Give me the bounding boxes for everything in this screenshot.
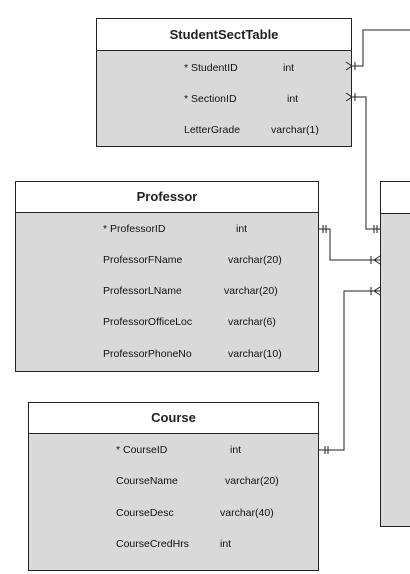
entity-title: StudentSectTable (97, 19, 351, 51)
attr-name: CourseName (116, 475, 178, 487)
entity-professor[interactable]: Professor * ProfessorID int ProfessorFNa… (15, 181, 319, 372)
relationship-studentid (352, 29, 410, 67)
attr-type: int (220, 538, 232, 550)
relationship-courseid (319, 290, 380, 451)
entity-course[interactable]: Course * CourseID int CourseName varchar… (28, 402, 319, 571)
entity-partial-right-header (381, 182, 410, 214)
attr-name: * CourseID (116, 444, 168, 456)
attr-name: * SectionID (184, 93, 237, 105)
relationship-professorid (319, 228, 380, 261)
entity-title: Professor (16, 182, 318, 213)
entity-studentsecttable[interactable]: StudentSectTable * StudentID int * Secti… (96, 18, 352, 147)
entity-partial-right[interactable] (380, 181, 410, 527)
one-bar-icon (322, 225, 327, 233)
one-bar-icon (324, 446, 329, 454)
attr-type: int (287, 93, 299, 105)
attr-name: ProfessorPhoneNo (103, 348, 192, 360)
attr-type: varchar(40) (220, 507, 274, 519)
attr-type: varchar(6) (228, 316, 276, 328)
one-bar-icon (373, 225, 378, 233)
attr-type: varchar(20) (224, 285, 278, 297)
attr-type: int (283, 62, 295, 74)
attr-name: ProfessorFName (103, 254, 183, 266)
attr-type: varchar(1) (271, 124, 319, 136)
attr-name: CourseCredHrs (116, 538, 189, 550)
attr-name: ProfessorOfficeLoc (103, 316, 193, 328)
attr-type: varchar(20) (225, 475, 279, 487)
crowfoot-icon (345, 92, 356, 102)
crowfoot-icon (370, 255, 381, 265)
relationship-sectionid (352, 96, 380, 230)
entity-title: Course (29, 403, 318, 434)
attr-name: ProfessorLName (103, 285, 182, 297)
attr-type: varchar(20) (228, 254, 282, 266)
attr-name: * StudentID (184, 62, 238, 74)
attr-type: int (236, 223, 248, 235)
attr-name: LetterGrade (184, 124, 241, 136)
attr-type: varchar(10) (228, 348, 282, 360)
attr-name: * ProfessorID (103, 223, 166, 235)
crowfoot-icon (345, 61, 356, 71)
crowfoot-icon (370, 286, 381, 296)
attr-name: CourseDesc (116, 507, 174, 519)
attr-type: int (230, 444, 242, 456)
